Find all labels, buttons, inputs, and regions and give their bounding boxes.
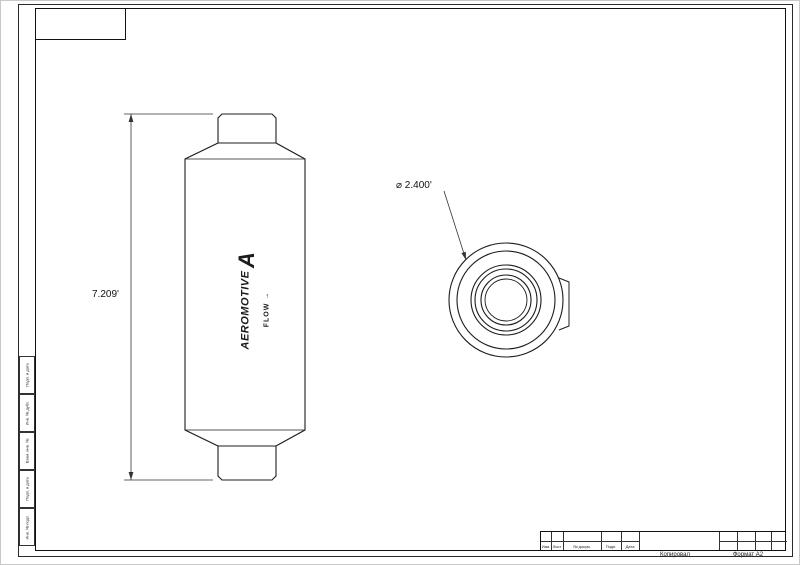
title-block-line (621, 532, 622, 550)
title-block: Изм. Лист № докум. Подп. Дата (540, 531, 787, 551)
title-block-line (541, 541, 639, 542)
margin-stamp-cell: Подп. и дата (19, 470, 35, 508)
dimension-arrow-up-icon (128, 114, 134, 122)
title-block-header: № докум. (573, 544, 591, 549)
end-view-circles (448, 242, 570, 358)
top-left-stamp-box (35, 8, 126, 40)
sheet-inner-frame (35, 8, 786, 551)
title-block-header: Изм. (541, 544, 551, 549)
title-block-line (755, 532, 756, 550)
title-block-line (771, 532, 772, 550)
format-label: Формат А2 (732, 552, 764, 558)
margin-stamp-cell: Инв. № подл. (19, 508, 35, 546)
title-block-header: Подп. (605, 544, 617, 549)
title-block-line (719, 532, 720, 550)
side-view-outline (184, 113, 306, 481)
title-block-line (737, 532, 738, 550)
flow-arrow-icon: → (263, 291, 271, 300)
brand-name: AEROMOTIVE (239, 270, 252, 350)
copied-by-label: Копировал (659, 552, 691, 558)
title-block-line (601, 532, 602, 550)
margin-stamp-cell: Подп. и дата (19, 356, 35, 394)
height-dimension-label: 7.209' (92, 289, 119, 300)
title-block-header: Лист (552, 544, 562, 549)
diameter-dimension-label: ⌀ 2.400' (396, 180, 432, 191)
height-dimension-lines (124, 113, 213, 481)
title-block-line (551, 532, 552, 550)
sheet-outer-frame (18, 4, 793, 557)
margin-stamp-column: Подп. и дата Инв. № дубл. Взам. инв. № П… (19, 356, 35, 546)
dimension-arrow-down-icon (128, 472, 134, 480)
margin-stamp-cell: Инв. № дубл. (19, 394, 35, 432)
title-block-line (639, 532, 640, 550)
leader-arrow-icon (461, 251, 466, 260)
title-block-line (719, 541, 787, 542)
diameter-leader (443, 190, 467, 261)
title-block-line (563, 532, 564, 550)
title-block-header: Дата (625, 544, 635, 549)
end-view-tab (558, 277, 570, 331)
flow-label: FLOW (263, 302, 271, 328)
margin-stamp-cell: Взам. инв. № (19, 432, 35, 470)
flow-direction: FLOW → (264, 288, 273, 332)
